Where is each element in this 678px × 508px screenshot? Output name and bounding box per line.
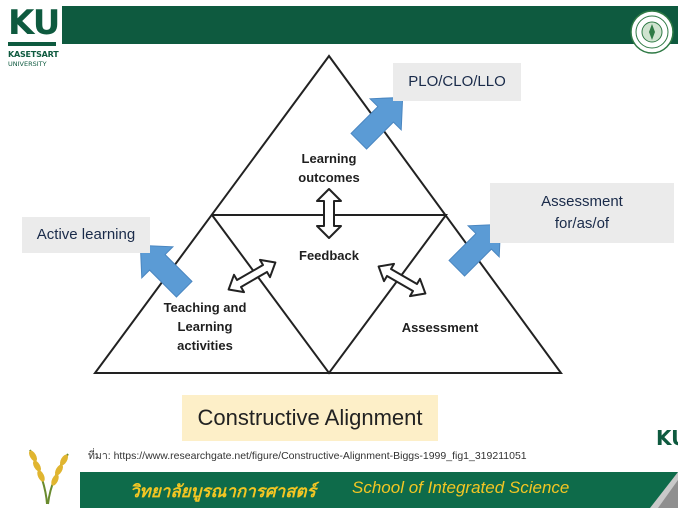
callout-assessment-line1: Assessment [541, 193, 623, 210]
ku-logo-line1: KASETSART [8, 50, 59, 59]
callout-assessment-line2: for/as/of [554, 215, 610, 232]
blue-arrow-active-learning-icon [139, 244, 193, 298]
footer-thai-name: วิทยาลัยบูรณาการศาสตร์ [130, 482, 316, 502]
footer-bar [80, 472, 678, 508]
label-learning-outcomes: Learning outcomes [298, 151, 360, 185]
ku-logo-line2: UNIVERSITY [8, 60, 47, 68]
ku-logo-bar [8, 42, 56, 46]
source-citation: ที่มา: https://www.researchgate.net/figu… [88, 450, 527, 462]
caption-constructive-alignment: Constructive Alignment [182, 395, 438, 441]
footer-ku-logo: KU [656, 426, 678, 450]
rice-plant-logo-icon [29, 449, 69, 505]
label-teaching-learning: Teaching and Learning activities [163, 300, 247, 353]
ku-logo-letters: KU [8, 3, 60, 43]
header-bar [62, 6, 678, 44]
university-seal-icon [630, 10, 674, 54]
callout-active-learning: Active learning [22, 217, 150, 253]
left-double-arrow-icon [227, 258, 277, 294]
label-feedback: Feedback [299, 248, 359, 263]
callout-plo: PLO/CLO/LLO [393, 63, 521, 101]
label-assessment: Assessment [401, 320, 479, 335]
callout-assessment: Assessment for/as/of [490, 183, 674, 243]
vertical-double-arrow-icon [316, 188, 342, 239]
corner-decoration-icon [650, 472, 678, 508]
right-double-arrow-icon [377, 262, 427, 298]
blue-arrow-plo-icon [350, 96, 404, 150]
ku-logo: KU KASETSART UNIVERSITY [8, 4, 60, 78]
footer-english-name: School of Integrated Science [352, 478, 570, 497]
